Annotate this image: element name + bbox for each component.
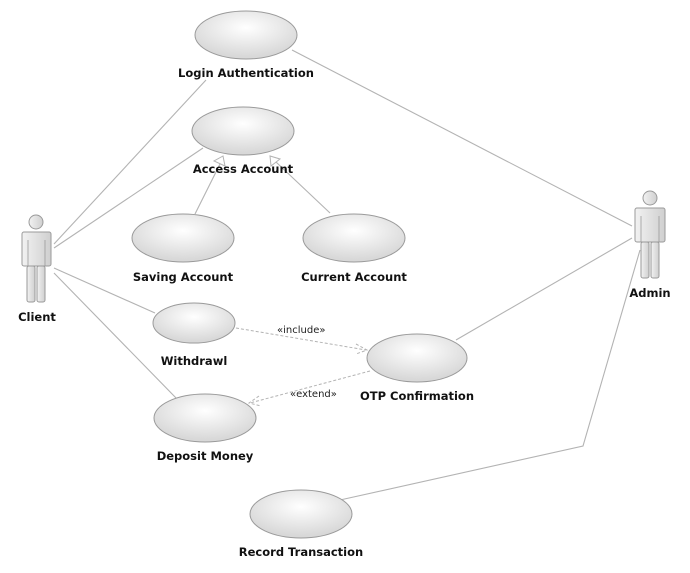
extend-arrow <box>249 370 371 404</box>
use-case-deposit-money[interactable]: Deposit Money <box>153 393 257 463</box>
use-case-ellipse[interactable] <box>191 106 295 156</box>
use-case-label: Saving Account <box>133 270 234 284</box>
actor-icon <box>634 190 666 279</box>
actor-label: Client <box>18 310 56 324</box>
use-case-ellipse[interactable] <box>152 302 236 344</box>
use-case-label: Record Transaction <box>239 545 363 559</box>
generalization-head-saving <box>212 155 226 167</box>
generalization-saving-access <box>194 161 222 215</box>
assoc-admin-login <box>291 49 633 227</box>
assoc-client-deposit <box>53 272 179 401</box>
generalizations <box>194 155 331 215</box>
associations <box>53 49 641 501</box>
use-case-saving-account[interactable]: Saving Account <box>131 213 235 284</box>
use-case-current-account[interactable]: Current Account <box>301 213 407 284</box>
extend-label: «extend» <box>290 389 337 400</box>
actor-label: Admin <box>629 286 670 300</box>
assoc-admin-otp <box>455 237 633 341</box>
extend-arrowhead <box>247 395 262 407</box>
use-case-label: Access Account <box>193 162 294 176</box>
use-case-otp-confirmation[interactable]: OTP Confirmation <box>360 333 474 403</box>
assoc-client-login <box>53 79 207 245</box>
use-case-access-account[interactable]: Access Account <box>191 106 295 176</box>
use-case-ellipse[interactable] <box>366 333 468 383</box>
use-case-record-transaction[interactable]: Record Transaction <box>239 489 363 559</box>
use-case-label: Withdrawl <box>161 354 228 368</box>
assoc-admin-record <box>339 249 641 501</box>
actor-client[interactable]: Client <box>18 214 56 324</box>
use-case-withdrawl[interactable]: Withdrawl <box>152 302 236 368</box>
use-case-label: Deposit Money <box>157 449 254 463</box>
actor-admin[interactable]: Admin <box>629 190 671 300</box>
generalization-current-access <box>275 161 331 214</box>
use-case-label: OTP Confirmation <box>360 389 474 403</box>
use-case-label: Login Authentication <box>178 66 314 80</box>
use-case-label: Current Account <box>301 270 407 284</box>
assoc-client-access <box>53 147 204 249</box>
use-case-ellipse[interactable] <box>153 393 257 443</box>
generalization-head-current <box>269 155 282 167</box>
use-case-ellipse[interactable] <box>194 10 298 60</box>
use-case-login[interactable]: Login Authentication <box>178 10 314 80</box>
include-label: «include» <box>277 325 325 336</box>
include-arrowhead <box>355 343 369 355</box>
include-arrow <box>235 327 367 351</box>
use-case-ellipse[interactable] <box>249 489 353 539</box>
dependencies: «include» «extend» <box>235 325 371 407</box>
use-case-ellipse[interactable] <box>131 213 235 263</box>
use-case-ellipse[interactable] <box>302 213 406 263</box>
actor-icon <box>21 214 52 303</box>
assoc-client-withdraw <box>53 267 156 314</box>
